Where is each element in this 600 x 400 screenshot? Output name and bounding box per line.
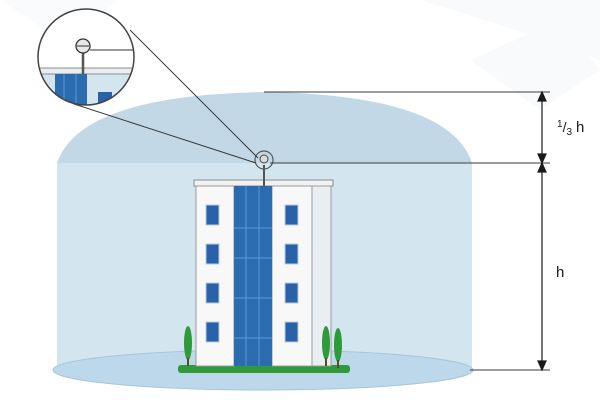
dimension-h	[537, 161, 547, 372]
label-third-h-denominator: 3	[566, 127, 572, 138]
tree	[322, 326, 330, 360]
zoom-connector	[73, 29, 259, 164]
window	[284, 321, 299, 343]
window	[205, 321, 220, 343]
tree-trunk	[337, 360, 339, 368]
window	[284, 243, 299, 265]
window	[205, 243, 220, 265]
protection-dome	[57, 92, 472, 163]
windows-right	[284, 204, 299, 343]
label-third-h-slash: /	[563, 119, 567, 135]
window	[284, 282, 299, 304]
air-terminal-icon	[254, 150, 274, 170]
window	[205, 204, 220, 226]
dimension-third-h	[537, 90, 547, 165]
building-side	[311, 185, 332, 367]
window	[284, 204, 299, 226]
reference-lines	[264, 91, 550, 371]
tree	[184, 326, 192, 360]
air-terminal-head	[259, 154, 269, 164]
tree	[334, 328, 342, 362]
window	[205, 282, 220, 304]
label-third-h-variable: h	[576, 119, 584, 136]
label-h: h	[556, 264, 564, 281]
tree-trunk	[325, 358, 327, 366]
glass-atrium-highlights	[234, 186, 272, 366]
trees	[184, 326, 342, 368]
tree-trunk	[187, 358, 189, 366]
label-third-h-numerator: 1	[557, 119, 563, 130]
building	[193, 150, 334, 367]
windows-left	[205, 204, 220, 343]
zoom-inset-border	[37, 8, 135, 106]
grass-base	[178, 365, 350, 373]
glass-atrium	[234, 186, 272, 366]
